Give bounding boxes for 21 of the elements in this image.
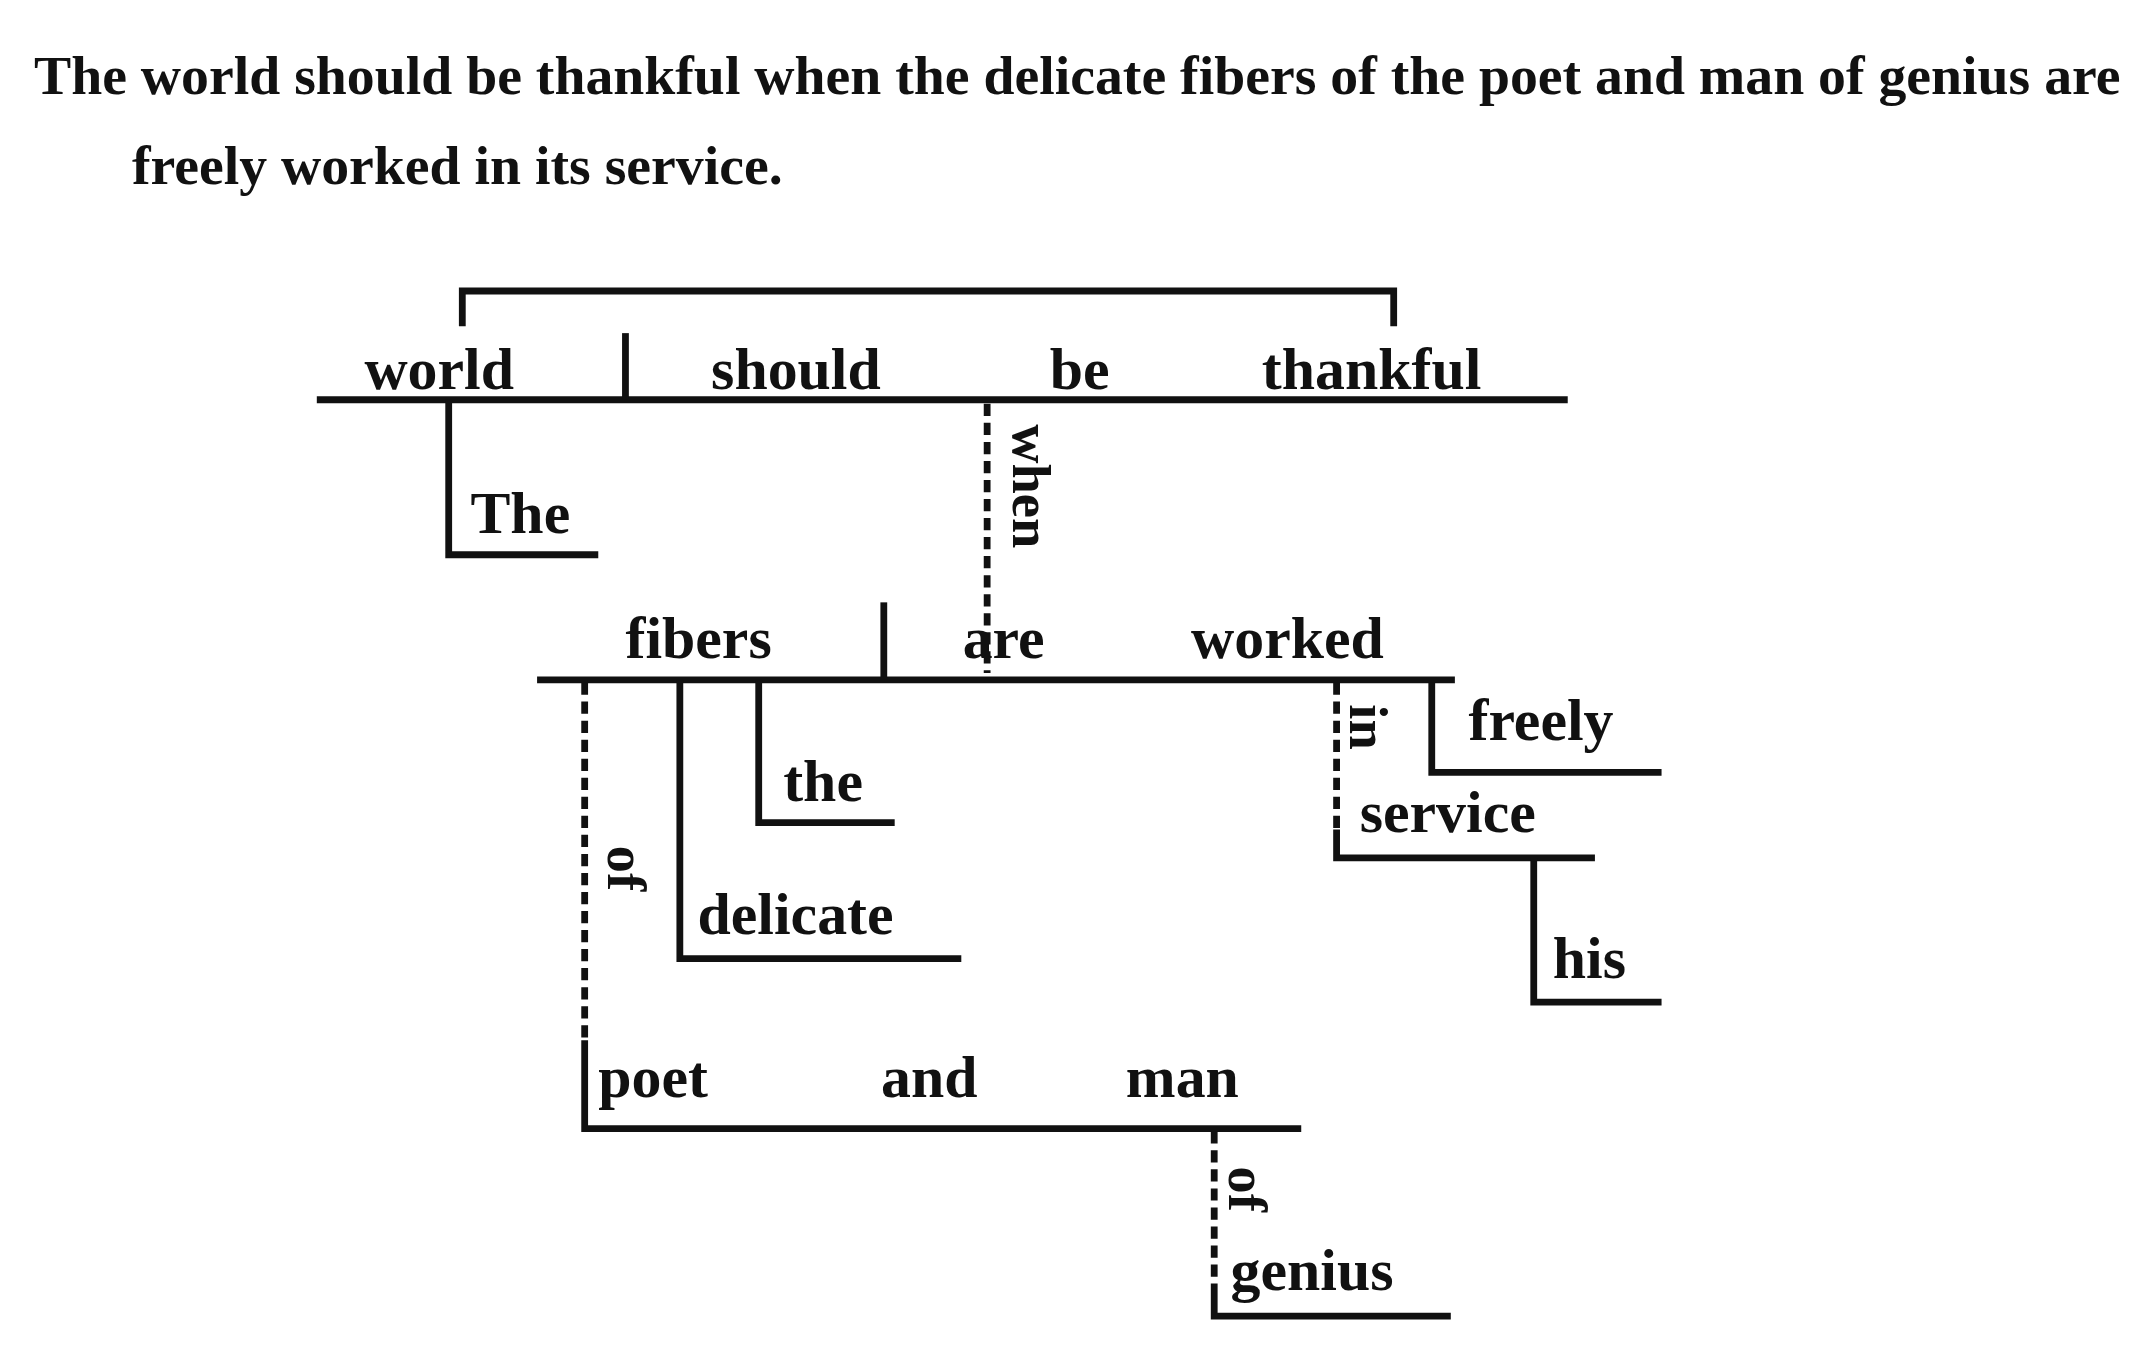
diagram-word: of: [598, 845, 653, 892]
diagram-word: freely: [1468, 690, 1614, 751]
diagram-word: thankful: [1261, 339, 1482, 400]
diagram-word: genius: [1230, 1241, 1394, 1302]
diagram-word: in: [1340, 704, 1396, 750]
diagram-word: fibers: [625, 609, 772, 669]
sentence-heading: The world should be thankful when the delicate fibers of the poet and man of genius are freely worked in its service.: [34, 42, 2122, 198]
diagram-word: worked: [1191, 609, 1384, 669]
diagram-word: should: [711, 339, 881, 400]
diagram-word: and: [881, 1048, 978, 1109]
diagram-word: The: [470, 484, 571, 544]
diagram-word: the: [783, 751, 863, 812]
diagram-word: his: [1552, 928, 1626, 989]
diagram-word: when: [1003, 424, 1058, 549]
diagram-word: be: [1049, 339, 1110, 400]
diagram-word: world: [364, 339, 514, 400]
diagram-word: poet: [598, 1048, 708, 1109]
diagram-word: delicate: [697, 885, 894, 945]
diagram-word: of: [1219, 1166, 1275, 1212]
diagram-word: service: [1359, 783, 1536, 843]
diagram-word: man: [1125, 1048, 1239, 1109]
